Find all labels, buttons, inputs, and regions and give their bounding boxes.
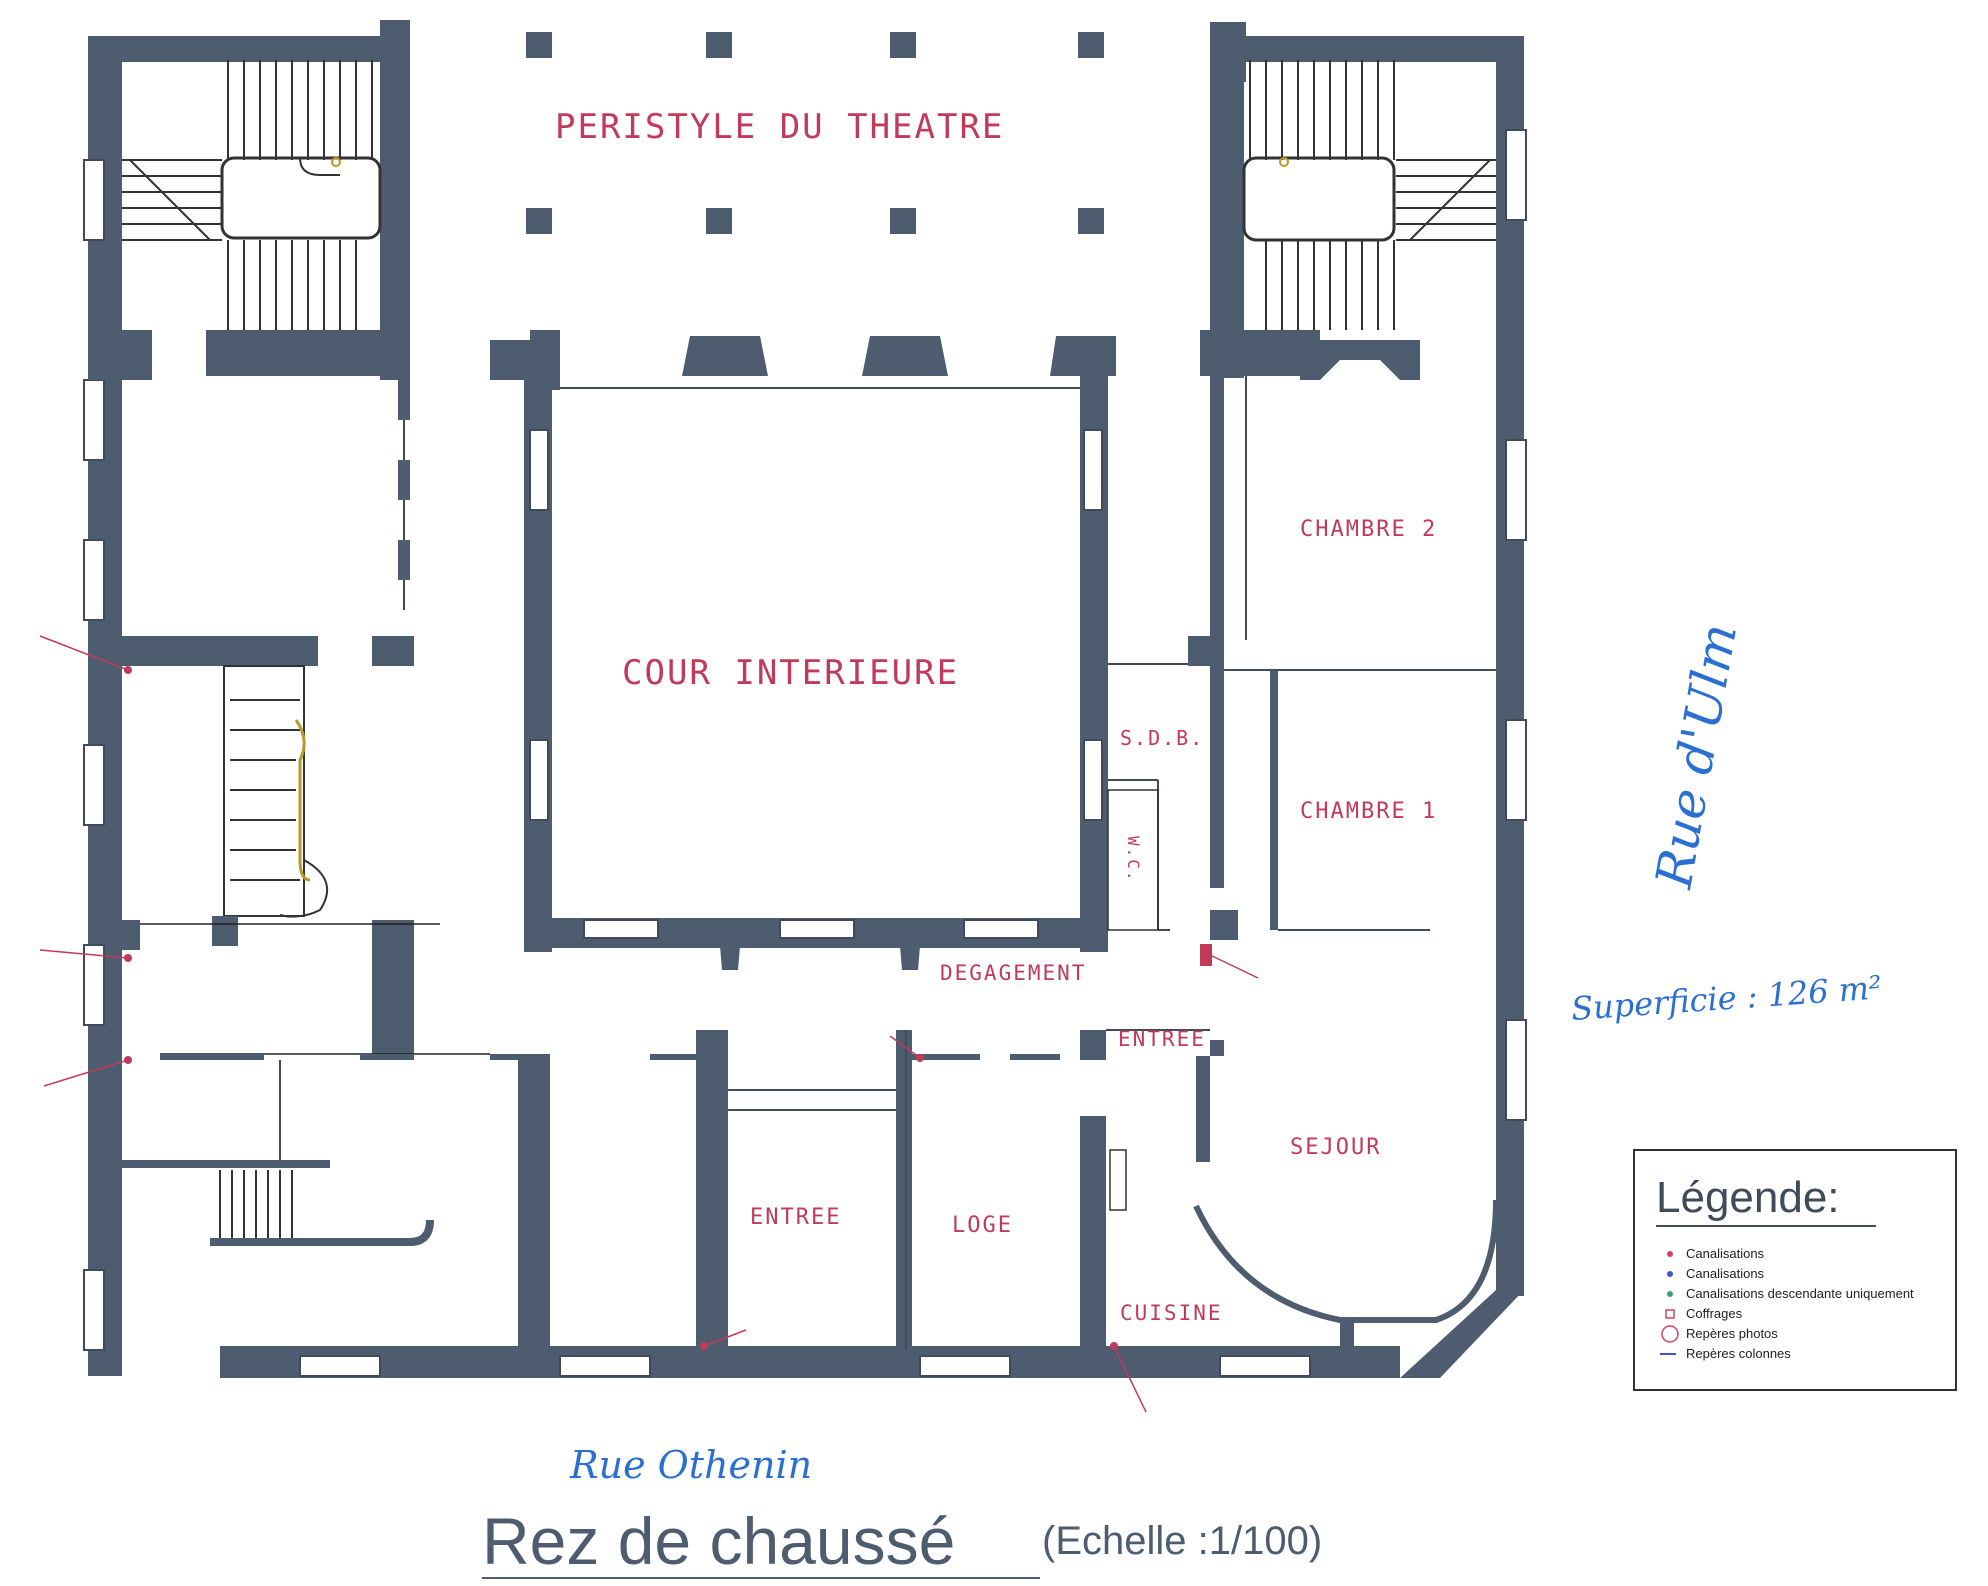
label-entree-bottom: ENTREE <box>750 1205 841 1230</box>
title-scale: (Echelle :1/100) <box>1042 1519 1322 1563</box>
label-chambre-2: CHAMBRE 2 <box>1300 517 1437 542</box>
room-labels: PERISTYLE DU THEATRE COUR INTERIEURE CHA… <box>555 107 1437 1325</box>
street-right-label: Rue d'Ulm <box>1645 619 1749 893</box>
area-label: Superficie : 126 m² <box>1570 968 1883 1028</box>
legend: Légende: CanalisationsCanalisationsCanal… <box>1633 1149 1957 1391</box>
courtyard-walls <box>490 330 1116 970</box>
label-chambre-1: CHAMBRE 1 <box>1300 799 1437 824</box>
label-cour: COUR INTERIEURE <box>622 653 959 693</box>
legend-item-label: Repères photos <box>1686 1326 1778 1341</box>
legend-heading: Légende: <box>1656 1173 1840 1222</box>
stair-top-left <box>88 20 410 380</box>
label-peristyle: PERISTYLE DU THEATRE <box>555 107 1004 147</box>
label-sdb: S.D.B. <box>1120 726 1204 750</box>
right-windows <box>1505 129 1527 1121</box>
legend-symbol <box>1667 1271 1673 1277</box>
central-corridor <box>490 1030 1106 1354</box>
label-sejour: SEJOUR <box>1290 1135 1381 1160</box>
legend-item-label: Canalisations <box>1686 1266 1765 1281</box>
legend-item-label: Canalisations descendante uniquement <box>1686 1286 1914 1301</box>
outer-walls <box>88 20 1524 1378</box>
peristyle-columns <box>526 32 1104 234</box>
street-bottom-label: Rue Othenin <box>569 1443 812 1487</box>
label-entree-right: ENTREE <box>1118 1027 1206 1051</box>
label-loge: LOGE <box>952 1213 1013 1238</box>
legend-item-label: Canalisations <box>1686 1246 1765 1261</box>
title-main: Rez de chaussé <box>482 1504 955 1578</box>
bottom-windows <box>299 1355 1311 1377</box>
drawing-title: Rez de chaussé (Echelle :1/100) <box>482 1504 1322 1579</box>
left-windows <box>83 159 105 1351</box>
label-wc: W.C. <box>1124 836 1143 883</box>
left-wing <box>88 380 550 1246</box>
stair-top-right <box>1210 22 1496 378</box>
legend-symbol <box>1667 1291 1673 1297</box>
photo-markers <box>39 635 1259 1413</box>
legend-item-label: Coffrages <box>1686 1306 1743 1321</box>
legend-item-label: Repères colonnes <box>1686 1346 1791 1361</box>
label-degagement: DEGAGEMENT <box>940 961 1086 985</box>
legend-symbol <box>1665 1309 1675 1319</box>
right-wing <box>1106 330 1499 1346</box>
legend-symbol <box>1661 1325 1679 1343</box>
legend-symbol <box>1667 1251 1673 1257</box>
label-cuisine: CUISINE <box>1120 1301 1223 1325</box>
